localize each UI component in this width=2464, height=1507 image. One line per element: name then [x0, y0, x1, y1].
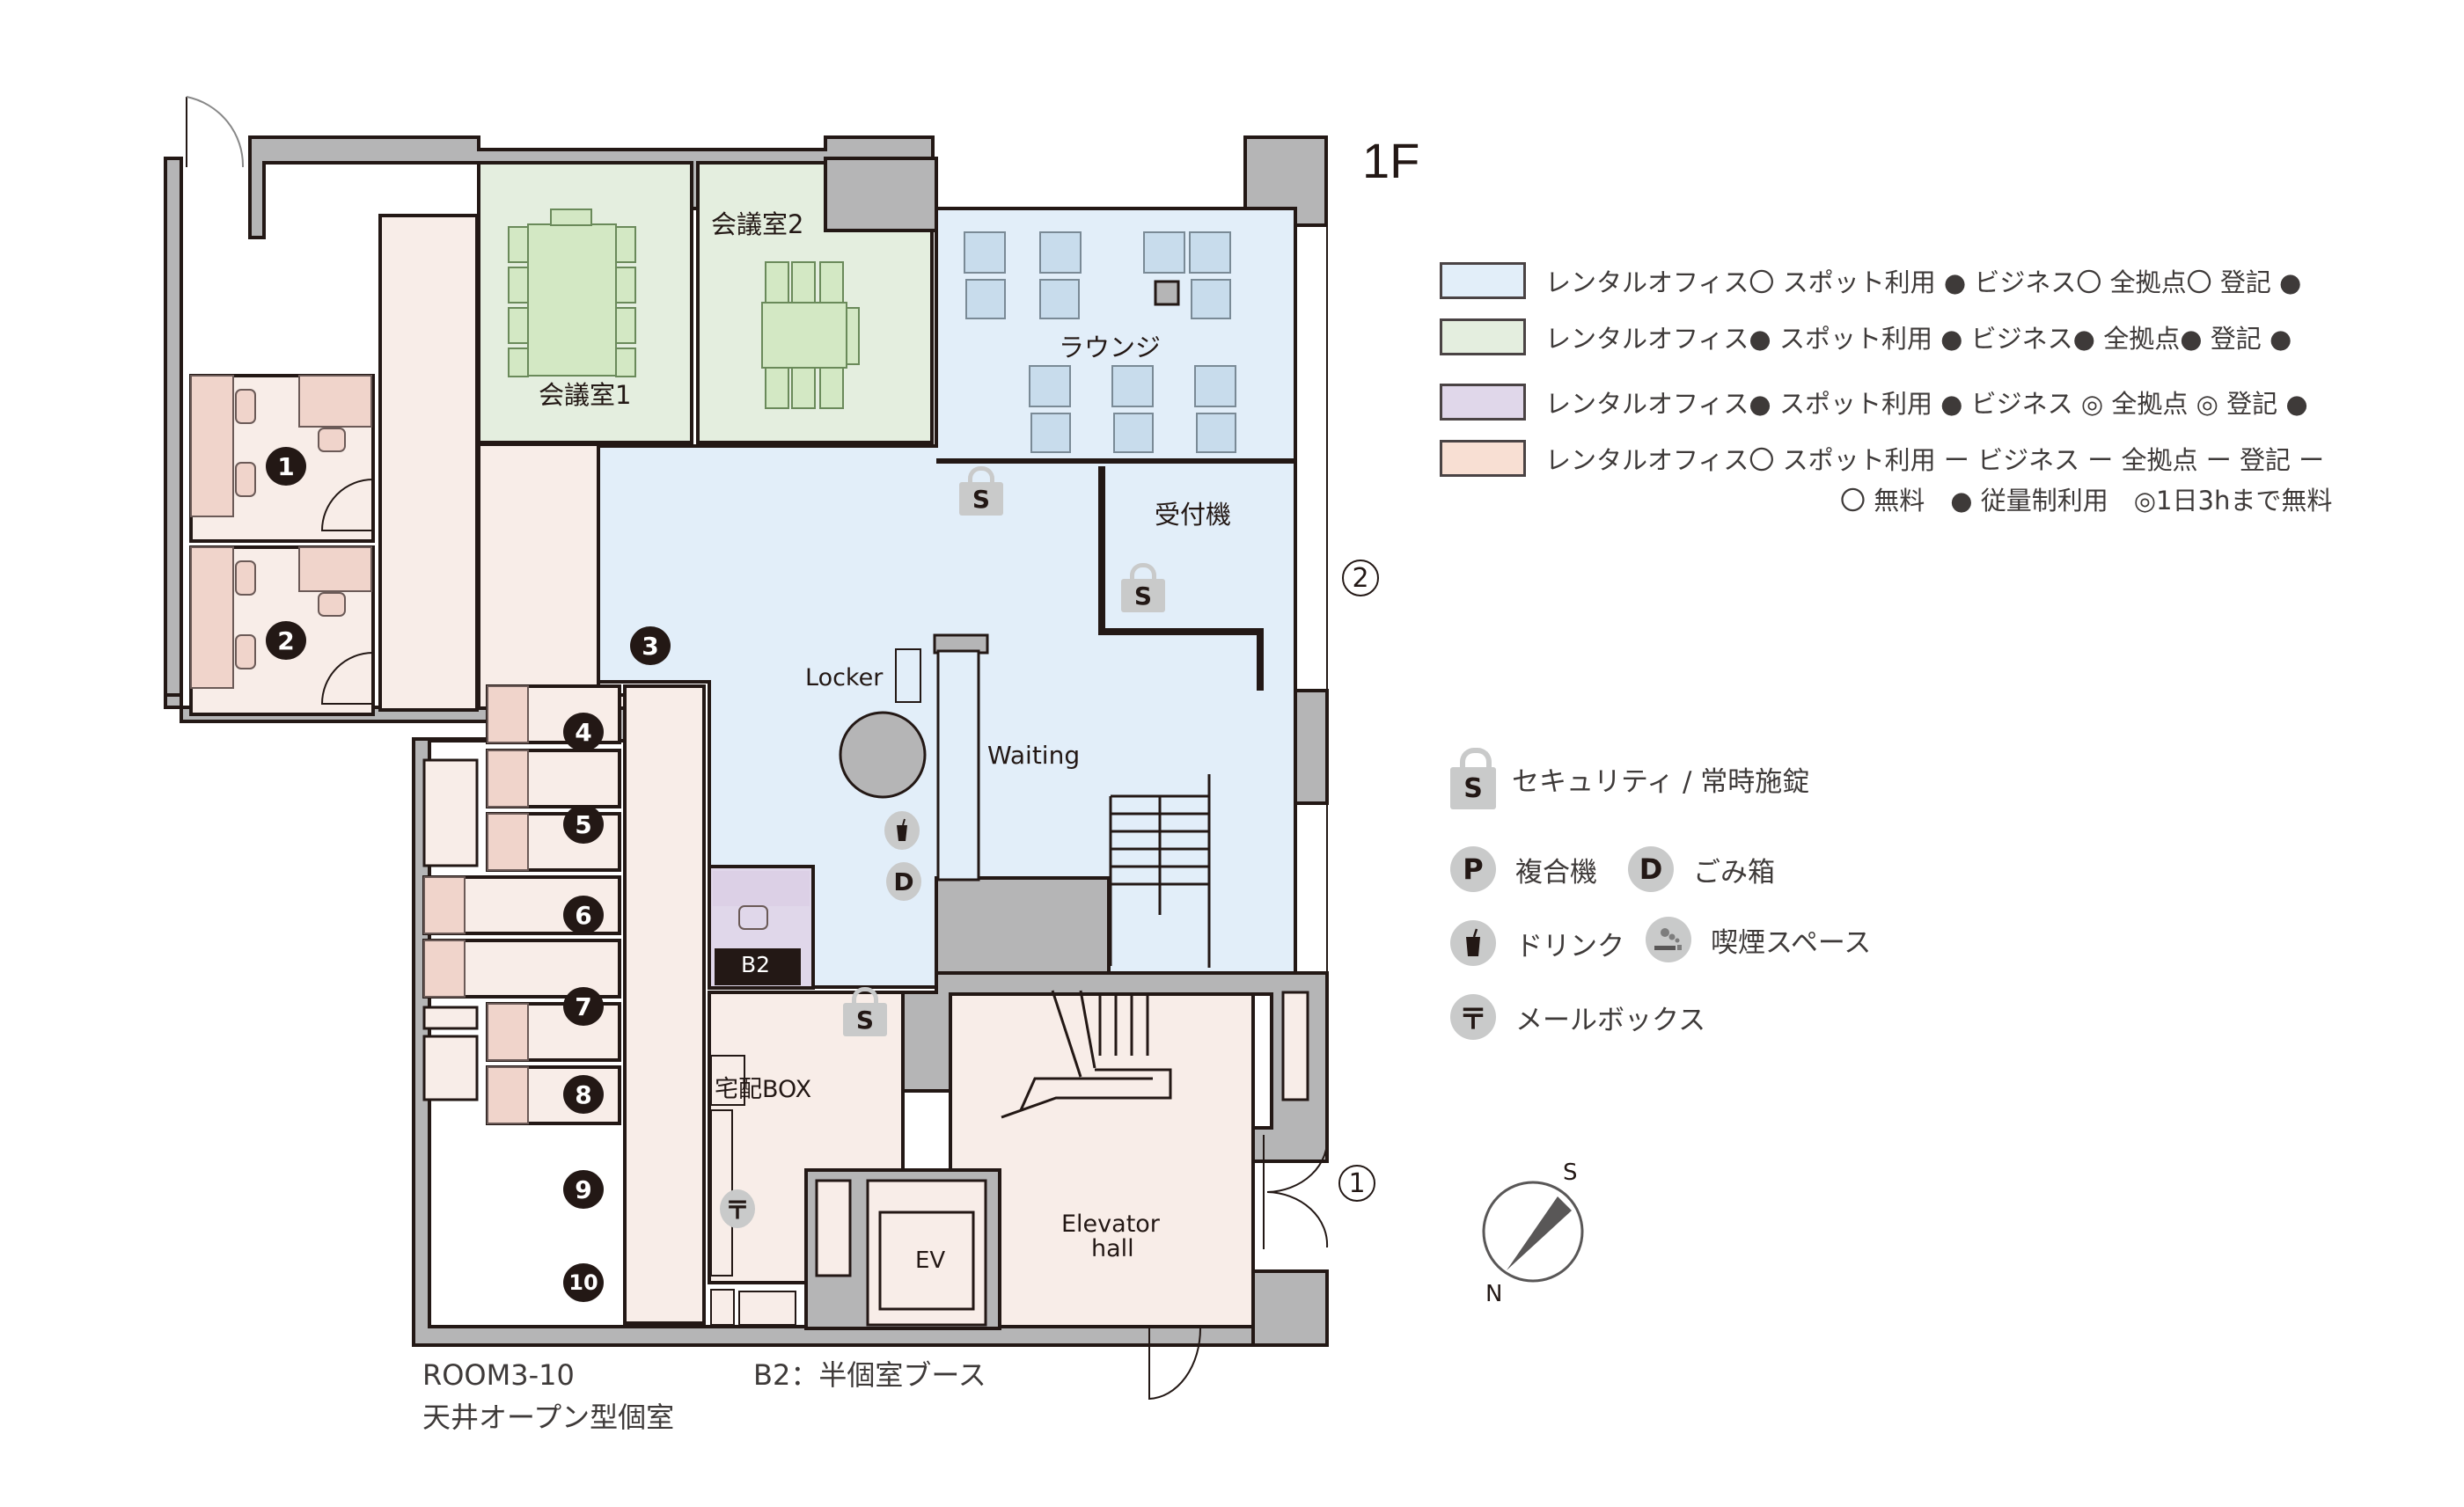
legend-row-booth: レンタルオフィス● スポット利用 ● ビジネス ◎ 全拠点 ◎ 登記 ●: [1440, 382, 2308, 422]
room-type-caption: 天井オープン型個室: [422, 1401, 675, 1434]
legend-swatch: [1440, 318, 1526, 355]
mailbox-icon: 〒: [1450, 994, 1496, 1040]
legend-swatch: [1440, 384, 1526, 421]
icon-legend-trash: D ごみ箱: [1628, 846, 1775, 892]
icon-legend-label: メールボックス: [1515, 1004, 1706, 1036]
elevator-hall-label-2: hall: [1091, 1235, 1134, 1262]
locker-label: Locker: [805, 664, 884, 691]
booth-b2-label: B2: [741, 952, 771, 977]
icon-legend-security: S セキュリティ / 常時施錠: [1450, 748, 1809, 809]
legend-row-meeting: レンタルオフィス● スポット利用 ● ビジネス● 全拠点● 登記 ●: [1440, 317, 2292, 357]
mailbox-icon: 〒: [720, 1189, 755, 1228]
trash-icon: D: [886, 862, 921, 901]
lock-icon: S: [959, 466, 1003, 516]
icon-legend-label: ドリンク: [1515, 930, 1624, 962]
room-badge-5: 5: [563, 805, 604, 844]
legend-row-private: レンタルオフィス〇 スポット利用 ー ビジネス ー 全拠点 ー 登記 ー: [1440, 438, 2324, 479]
drink-icon: [1450, 920, 1496, 966]
meeting-room-2-label: 会議室2: [711, 209, 804, 239]
meeting-room-2[interactable]: [696, 157, 938, 444]
lock-icon: S: [843, 987, 887, 1036]
floor-label: 1F: [1362, 133, 1420, 188]
legend-swatch: [1440, 262, 1526, 299]
compass: [1480, 1179, 1586, 1284]
legend-row-lounge: レンタルオフィス〇 スポット利用 ● ビジネス〇 全拠点〇 登記 ●: [1440, 260, 2301, 301]
zone-private-corridor: [378, 214, 479, 712]
icon-legend-smoking: 喫煙スペース: [1646, 917, 1871, 962]
lock-icon: S: [1450, 748, 1496, 809]
entrance-marker-1: 1: [1338, 1165, 1375, 1202]
compass-south: S: [1563, 1160, 1578, 1186]
icon-legend-label: 喫煙スペース: [1711, 926, 1872, 959]
room-badge-10: 10: [563, 1263, 604, 1302]
icon-legend-label: ごみ箱: [1693, 856, 1775, 889]
meeting-room-1[interactable]: [477, 161, 693, 444]
printer-icon: P: [1450, 846, 1496, 892]
room-badge-8: 8: [563, 1075, 604, 1114]
legend-row-text: レンタルオフィス● スポット利用 ● ビジネス● 全拠点● 登記 ●: [1545, 324, 2292, 354]
trash-icon: D: [1628, 846, 1674, 892]
legend-row-text: レンタルオフィス● スポット利用 ● ビジネス ◎ 全拠点 ◎ 登記 ●: [1545, 389, 2308, 419]
room-badge-6: 6: [563, 896, 604, 934]
legend-swatch: [1440, 440, 1526, 477]
legend-row-text: レンタルオフィス〇 スポット利用 ー ビジネス ー 全拠点 ー 登記 ー: [1545, 445, 2325, 475]
icon-legend-drink: ドリンク: [1450, 920, 1624, 966]
booth-caption: B2：半個室ブース: [753, 1358, 986, 1392]
locker: [895, 648, 921, 703]
lock-icon: S: [1121, 563, 1165, 612]
entrance-marker-2: 2: [1342, 560, 1379, 596]
icon-legend-mailbox: 〒 メールボックス: [1450, 994, 1705, 1040]
compass-north: N: [1485, 1281, 1503, 1307]
parcel-box-label: 宅配BOX: [715, 1076, 812, 1103]
booth-b2[interactable]: [708, 865, 815, 990]
lounge-label: ラウンジ: [1059, 333, 1162, 362]
legend-row-text: レンタルオフィス〇 スポット利用 ● ビジネス〇 全拠点〇 登記 ●: [1545, 267, 2302, 297]
smoking-icon: [1646, 917, 1691, 962]
waiting-label: Waiting: [987, 741, 1081, 770]
room-badge-7: 7: [563, 987, 604, 1026]
room-badge-1: 1: [266, 447, 306, 486]
room-range-caption: ROOM3-10: [422, 1358, 575, 1392]
legend-note: 〇 無料 ● 従量制利用 ◎1日3hまで無料: [1840, 486, 2333, 516]
icon-legend-label: 複合機: [1515, 856, 1597, 889]
drink-icon: [884, 811, 920, 850]
compass-icon: [1482, 1181, 1584, 1283]
room-badge-4: 4: [563, 713, 604, 751]
lounge-furniture: [964, 231, 1236, 453]
room-badge-9: 9: [563, 1170, 604, 1209]
elevator-hall-label-1: Elevator: [1061, 1211, 1160, 1238]
reception-label: 受付機: [1155, 500, 1232, 530]
icon-legend-printer: P 複合機: [1450, 846, 1597, 892]
room-badge-2: 2: [266, 621, 306, 660]
round-table: [839, 711, 927, 799]
ev-label: EV: [915, 1247, 946, 1274]
meeting-room-1-label: 会議室1: [539, 380, 632, 410]
private-rooms-column: [422, 684, 706, 1325]
room-badge-3: 3: [630, 626, 671, 665]
icon-legend-label: セキュリティ / 常時施錠: [1512, 765, 1810, 798]
